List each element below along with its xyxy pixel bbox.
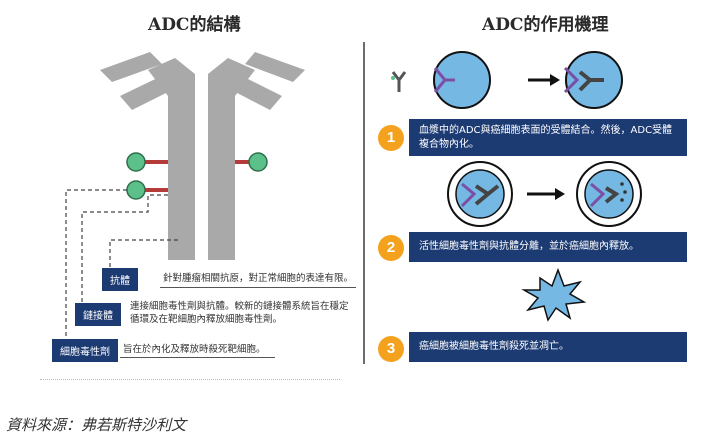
adc-structure-diagram (65, 52, 305, 338)
label-antibody-underline (160, 287, 356, 288)
cell-step1-before (433, 51, 491, 109)
step-2-box: 活性細胞毒性劑與抗體分離，並於癌細胞內釋放。 (409, 232, 687, 262)
receptor-step1-after (563, 66, 580, 94)
label-cytotoxic-underline (120, 357, 275, 358)
step-2-text: 活性細胞毒性劑與抗體分離，並於癌細胞內釋放。 (419, 241, 639, 252)
step-2-number: 2 (378, 235, 404, 261)
left-panel-title: ADC的結構 (148, 15, 241, 35)
label-antibody-desc: 針對腫瘤相關抗原，對正常細胞的表達有限。 (163, 273, 354, 284)
step-1-number: 1 (378, 125, 404, 151)
leader-antibody (109, 239, 178, 268)
label-cytotoxic-desc: 旨在於內化及釋放時殺死靶細胞。 (123, 344, 266, 355)
bottom-rule (40, 379, 340, 380)
antibody-right-heavy-chain (208, 58, 255, 260)
antibody-left-heavy-chain (148, 58, 195, 260)
leader-linker (81, 194, 168, 302)
step-3-text: 癌細胞被細胞毒性劑殺死並凋亡。 (419, 341, 569, 352)
adc-icon (391, 71, 407, 92)
mechanism-diagram (391, 51, 642, 322)
step-1-text: 血漿中的ADC與癌細胞表面的受體結合。然後，ADC受體複合物內化。 (419, 125, 673, 150)
step-1-box: 血漿中的ADC與癌細胞表面的受體結合。然後，ADC受體複合物內化。 (409, 119, 687, 156)
apoptosis-burst (521, 267, 587, 322)
drug-right (248, 152, 268, 172)
step-3-box: 癌細胞被細胞毒性劑殺死並凋亡。 (409, 332, 687, 362)
antibody-left-outer-arm (100, 52, 162, 82)
antibody-right-inner-arm (216, 68, 282, 110)
source-note: 資料來源：弗若斯特沙利文 (6, 416, 187, 434)
step-3-number: 3 (378, 336, 404, 362)
receptor-step1-before (433, 67, 455, 93)
drug-left-top (126, 152, 146, 172)
label-linker-desc: 連接細胞毒性劑與抗體。較新的鏈接體系統旨在穩定循環及在靶細胞內釋放細胞毒性劑。 (130, 301, 349, 325)
label-antibody: 抗體 (102, 268, 138, 291)
label-linker: 鏈接體 (75, 303, 121, 326)
adc-bound-step1 (578, 70, 604, 92)
panel-divider (363, 42, 365, 364)
antibody-right-outer-arm (245, 52, 305, 82)
right-panel-title: ADC的作用機理 (482, 15, 609, 35)
label-cytotoxic-agent: 細胞毒性劑 (52, 339, 118, 362)
